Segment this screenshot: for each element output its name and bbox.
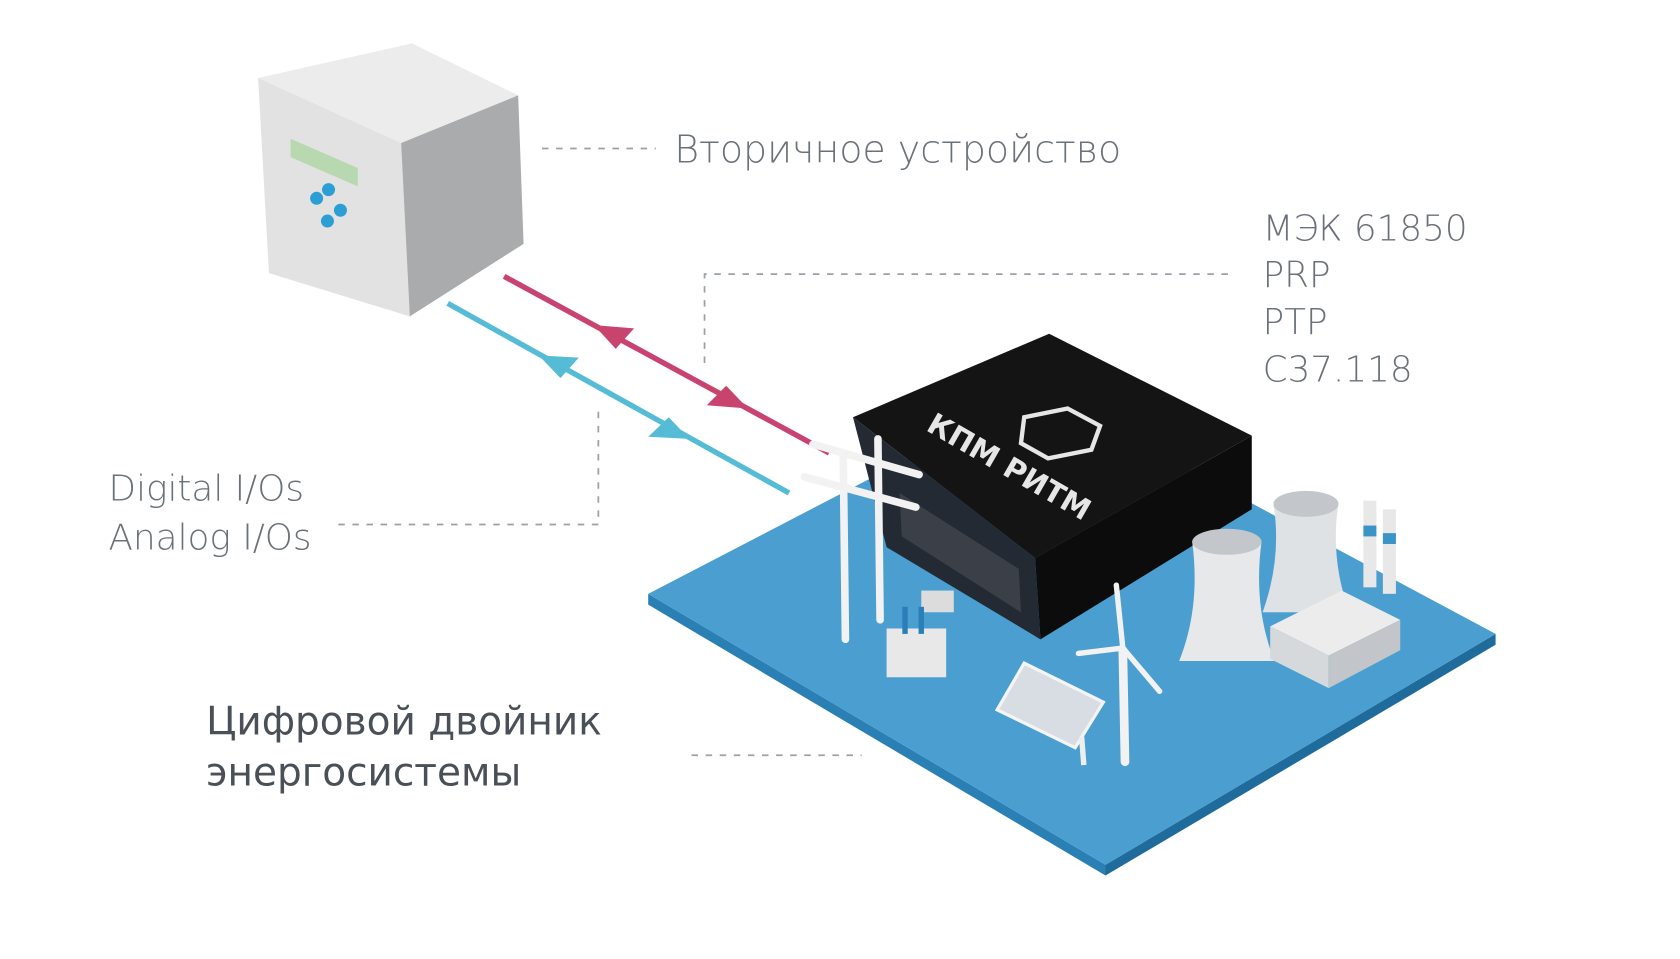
power-poles-icon bbox=[800, 435, 923, 644]
secondary-device-label: Вторичное устройство bbox=[674, 128, 1121, 172]
protocol-prp: PRP bbox=[1263, 255, 1331, 296]
digital-twin-title-line1: Цифровой двойник bbox=[206, 700, 602, 745]
kpm-ritm-server: КПМ РИТМ bbox=[853, 333, 1252, 640]
protocols-leader bbox=[703, 273, 1231, 364]
protocol-ptp: PTP bbox=[1263, 302, 1328, 343]
secondary-device-icon bbox=[258, 43, 524, 317]
signal-out-line bbox=[502, 273, 831, 456]
signal-in-line bbox=[446, 301, 791, 496]
protocol-c37118: C37.118 bbox=[1263, 349, 1413, 390]
analog-io-label: Analog I/Os bbox=[109, 517, 312, 558]
wind-turbine-icon bbox=[1075, 582, 1163, 767]
digital-twin-title-line2: энергосистемы bbox=[206, 751, 521, 796]
protocol-iec61850: МЭК 61850 bbox=[1263, 209, 1468, 250]
digital-io-label: Digital I/Os bbox=[109, 469, 304, 510]
transformer-icon bbox=[886, 590, 954, 678]
cooling-towers-icon bbox=[1179, 490, 1401, 689]
solar-panel-icon bbox=[994, 661, 1106, 766]
power-system-platform bbox=[648, 390, 1496, 876]
io-leader bbox=[336, 411, 600, 526]
